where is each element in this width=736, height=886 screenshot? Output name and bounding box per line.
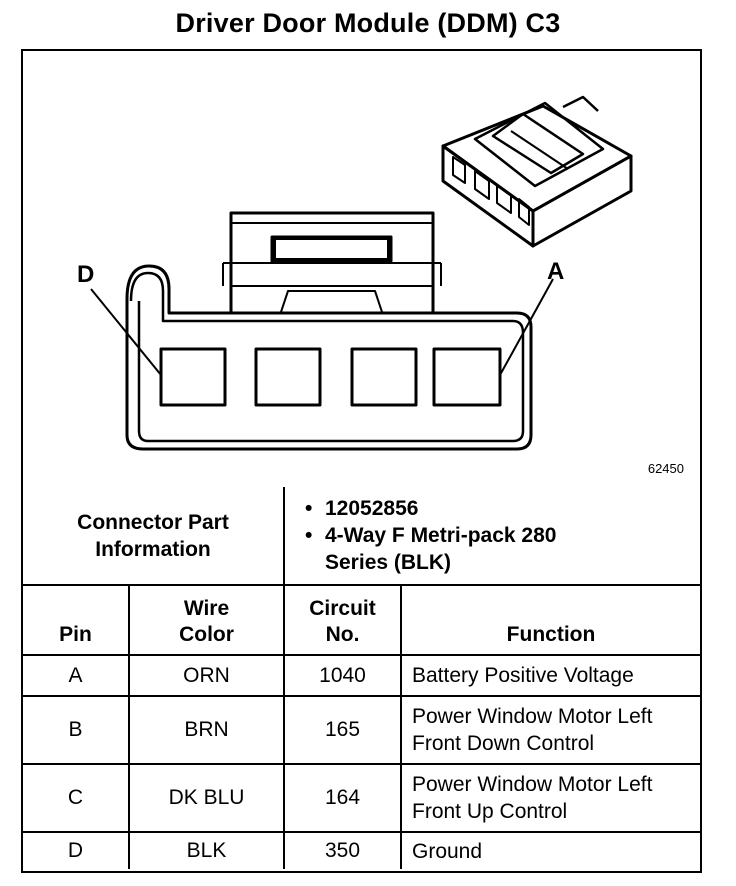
header-circuit-no: Circuit No. [283, 584, 402, 656]
reference-number: 62450 [647, 461, 684, 476]
circuit-cell: 165 [283, 695, 402, 765]
function-cell: Power Window Motor Left Front Down Contr… [400, 695, 700, 765]
wire-color-cell: BRN [128, 695, 285, 765]
circuit-cell: 1040 [283, 654, 402, 697]
function-cell: Battery Positive Voltage [400, 654, 700, 697]
connector-part-number: 12052856 [305, 495, 700, 522]
header-function: Function [400, 584, 700, 656]
function-cell: Ground [400, 831, 700, 869]
table-header-row: Pin Wire Color Circuit No. Function [23, 584, 700, 656]
pin-label-d: D [77, 261, 95, 288]
connector-3d-icon [441, 95, 633, 248]
table-row: B BRN 165 Power Window Motor Left Front … [23, 695, 700, 765]
connector-drawing [90, 95, 633, 451]
pin-cell: C [23, 763, 130, 833]
header-pin: Pin [23, 584, 130, 656]
circuit-cell: 350 [283, 831, 402, 869]
header-wire-color: Wire Color [128, 584, 285, 656]
pin-cell: B [23, 695, 130, 765]
connector-info-label: Connector Part Information [23, 487, 285, 586]
wire-color-cell: DK BLU [128, 763, 285, 833]
table-row: D BLK 350 Ground [23, 831, 700, 869]
circuit-cell: 164 [283, 763, 402, 833]
connector-diagram: D A 62450 [23, 51, 700, 488]
pin-cell: A [23, 654, 130, 697]
pinout-table: Connector Part Information 12052856 4-Wa… [23, 487, 700, 869]
wire-color-cell: ORN [128, 654, 285, 697]
wire-color-cell: BLK [128, 831, 285, 869]
connector-face [90, 211, 554, 451]
table-row: C DK BLU 164 Power Window Motor Left Fro… [23, 763, 700, 833]
page-title: Driver Door Module (DDM) C3 [175, 8, 561, 38]
connector-sheet: D A 62450 Connector Part Information 120… [21, 49, 702, 873]
pin-cell: D [23, 831, 130, 869]
connector-info-row: Connector Part Information 12052856 4-Wa… [23, 487, 700, 586]
table-row: A ORN 1040 Battery Positive Voltage [23, 654, 700, 697]
connector-description: 4-Way F Metri-pack 280 Series (BLK) [305, 522, 565, 576]
pin-label-a: A [547, 258, 565, 285]
connector-info-details: 12052856 4-Way F Metri-pack 280 Series (… [284, 487, 700, 586]
function-cell: Power Window Motor Left Front Up Control [400, 763, 700, 833]
